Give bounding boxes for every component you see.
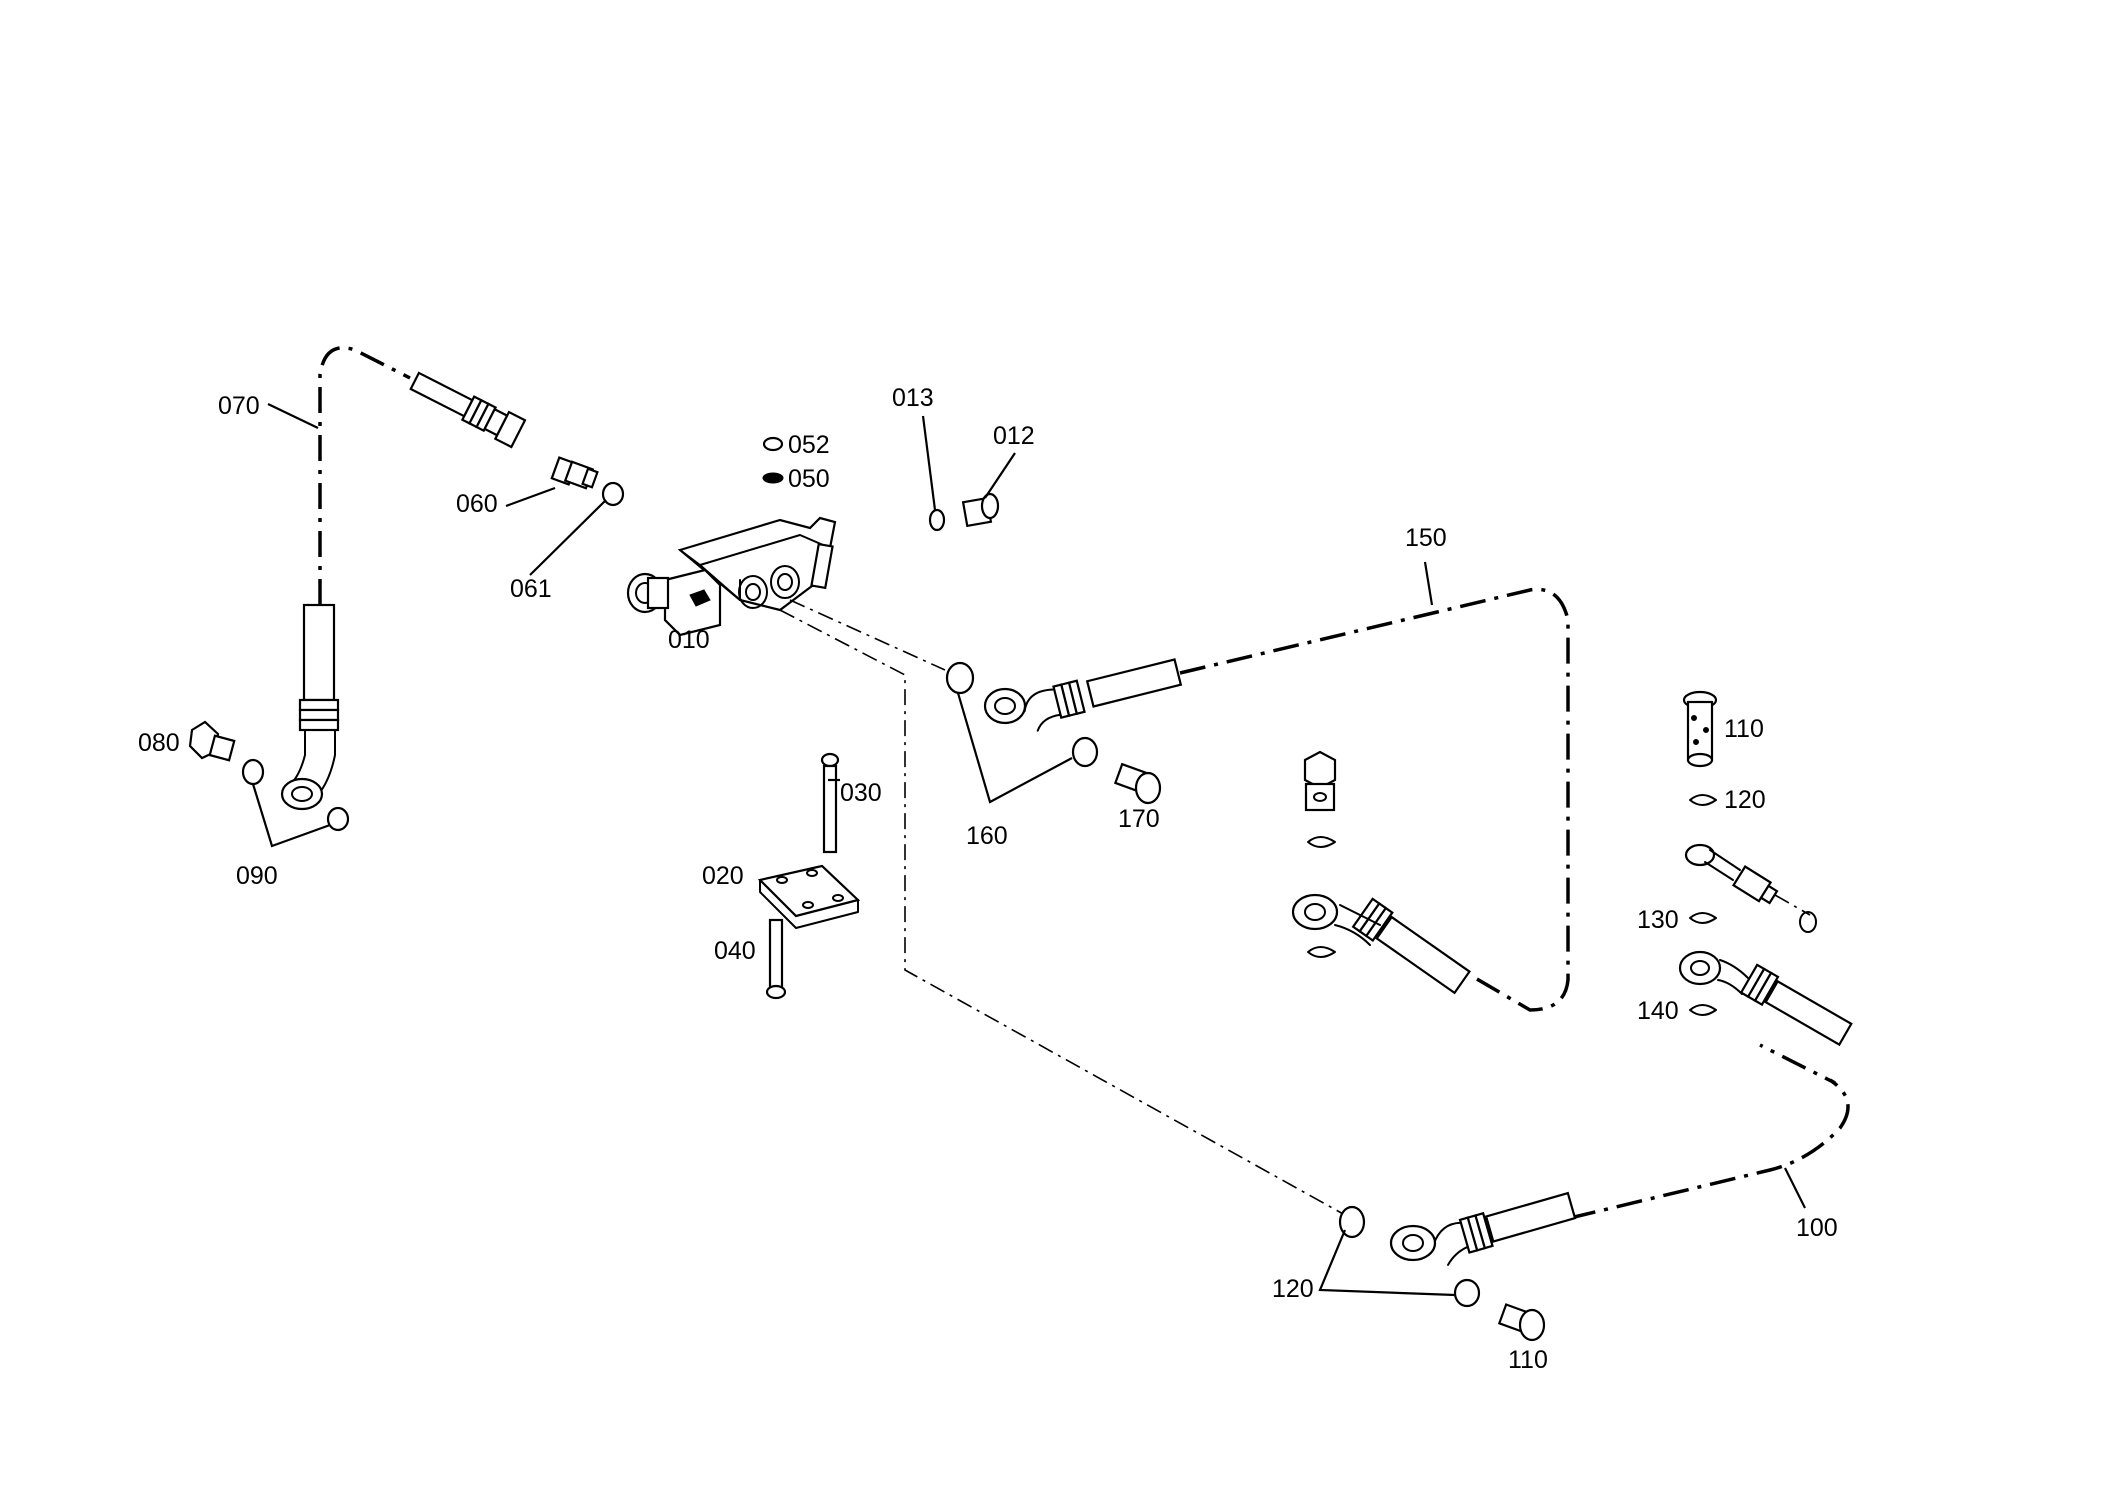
- ring-140-b: [1689, 912, 1717, 924]
- callout-140-a: 120: [1724, 786, 1766, 814]
- plate-020: [757, 864, 861, 929]
- callout-061: 061: [510, 575, 552, 603]
- ring-center-a: [1307, 836, 1336, 848]
- ring-090-b: [326, 806, 350, 832]
- ring-090-a: [241, 758, 265, 786]
- ring-160-a: [945, 661, 975, 695]
- ring-140-a: [1689, 794, 1717, 806]
- callout-013: 013: [892, 384, 934, 412]
- hose-070: [280, 346, 527, 811]
- callout-130: 110: [1724, 715, 1764, 743]
- routing-line-160: [789, 599, 946, 671]
- callout-010: 010: [668, 626, 710, 654]
- nut-052: [762, 436, 784, 452]
- seal-ring-061: [601, 481, 625, 507]
- callout-150: 150: [1405, 524, 1447, 552]
- washer-050: [762, 472, 784, 484]
- ring-center-b: [1307, 946, 1336, 958]
- callout-170: 170: [1118, 805, 1160, 833]
- callout-040: 040: [714, 937, 756, 965]
- callout-030: 030: [840, 779, 882, 807]
- ring-160-b: [1071, 736, 1099, 768]
- callout-020: 020: [702, 862, 744, 890]
- plug-012: [961, 492, 1000, 528]
- bolt-110: [1497, 1303, 1546, 1342]
- callout-080: 080: [138, 729, 180, 757]
- screw-030: [820, 752, 840, 854]
- callout-100: 100: [1796, 1214, 1838, 1242]
- screw-040: [765, 918, 787, 1000]
- ring-140-c: [1689, 1004, 1717, 1016]
- callout-110: 110: [1508, 1346, 1548, 1374]
- callout-070: 070: [218, 392, 260, 420]
- callout-052: 052: [788, 431, 830, 459]
- ring-120-b: [1453, 1278, 1481, 1308]
- callout-140-c: 140: [1637, 997, 1679, 1025]
- callout-012: 012: [993, 422, 1035, 450]
- ring-120-a: [1338, 1205, 1366, 1239]
- callout-160: 160: [966, 822, 1008, 850]
- valve-block-010: [626, 516, 837, 637]
- banjo-bolt-080: [188, 720, 236, 762]
- connector-short: [1684, 843, 1817, 933]
- callout-050: 050: [788, 465, 830, 493]
- ring-013: [928, 508, 946, 532]
- bolt-170: [1113, 762, 1162, 805]
- callout-140-b: 130: [1637, 906, 1679, 934]
- leader-lines: [251, 403, 1806, 1297]
- callout-090: 090: [236, 862, 278, 890]
- callout-120: 120: [1272, 1275, 1314, 1303]
- adapter-060: [550, 456, 599, 490]
- pin-130: [1682, 690, 1718, 768]
- hose-100: [1389, 950, 1853, 1266]
- banjo-bolt-center: [1303, 750, 1337, 812]
- hose-150: [983, 587, 1570, 1012]
- callout-060: 060: [456, 490, 498, 518]
- routing-line-120: [779, 609, 1346, 1216]
